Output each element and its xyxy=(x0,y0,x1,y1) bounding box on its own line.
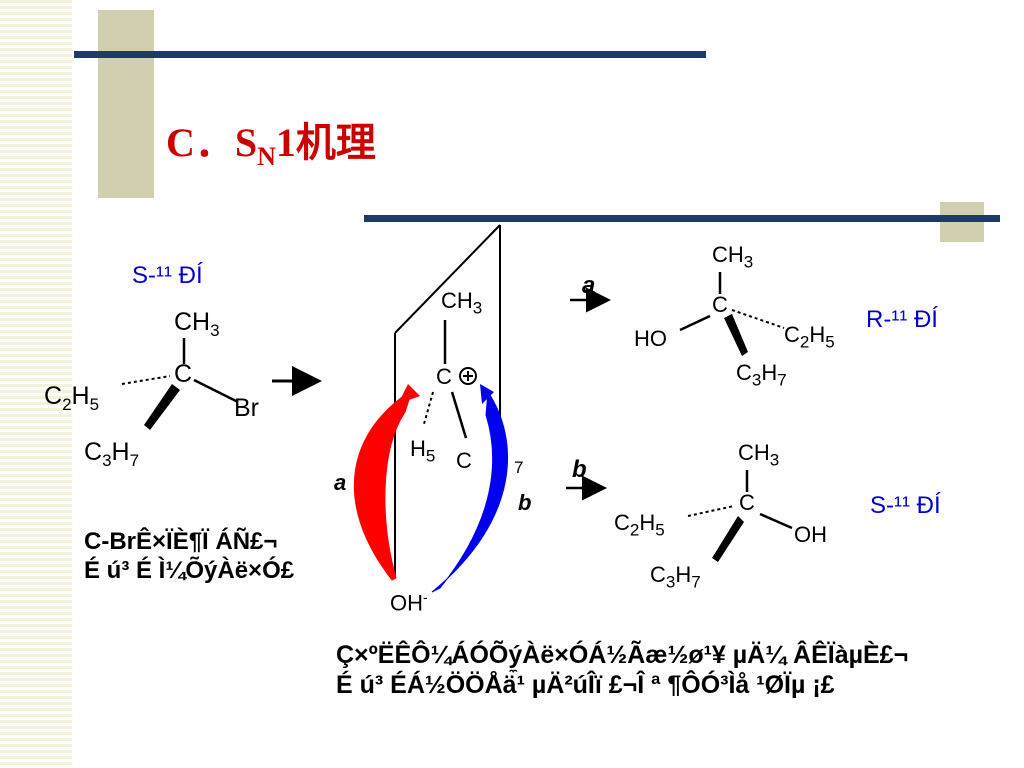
intermediate-h5: H5 xyxy=(410,436,436,466)
reactant-ch3: CH3 xyxy=(174,308,220,340)
product-b-c3h7: C3H7 xyxy=(650,562,701,592)
attack-arrow-b xyxy=(431,390,509,593)
product-a-config-label: R-¹¹ ÐÍ xyxy=(866,306,938,333)
reactant-config-label: S-¹¹ ÐÍ xyxy=(132,262,203,289)
product-a-ch3: CH3 xyxy=(712,242,754,272)
reactant-bonds xyxy=(121,338,239,430)
product-a-ho: HO xyxy=(634,326,667,351)
reactant-carbon: C xyxy=(174,360,193,388)
product-a-carbon: C xyxy=(712,292,728,317)
product-b-c2h5: C2H5 xyxy=(614,510,665,540)
bottom-note: Ç×ºËÊÔ¼ÁÓÕý̼Àë×ÓÁ½Ãæ½ø¹¥ µÄ¼ ÂÊÏàµÈ£¬ É … xyxy=(336,641,909,699)
intermediate-ch3: CH3 xyxy=(441,288,483,318)
slide-title: C．SN1机理 xyxy=(166,120,376,171)
product-b-ch3: CH3 xyxy=(738,440,780,470)
product-b-oh: OH xyxy=(794,522,827,547)
product-a-c2h5: C2H5 xyxy=(784,322,835,352)
product-b-bonds xyxy=(687,470,793,562)
intermediate-c-fragment: C 7 xyxy=(456,448,524,478)
product-b-carbon: C xyxy=(739,490,755,515)
reactant-c3h7: C3H7 xyxy=(84,438,140,470)
section-rule xyxy=(364,215,1000,222)
nucleophile-oh: OH- xyxy=(390,589,428,616)
intermediate-carbon: C xyxy=(436,364,452,389)
path-a-label: a xyxy=(582,272,596,299)
reactant-c2h5: C2H5 xyxy=(44,382,100,414)
product-a-bonds xyxy=(679,272,785,356)
product-a-c3h7: C3H7 xyxy=(736,360,787,390)
decorative-block-right xyxy=(940,202,984,242)
reactant-br: Br xyxy=(234,394,259,422)
header-rule xyxy=(74,51,706,58)
path-b-label: b xyxy=(572,456,587,483)
intermediate-arrow-a-label: a xyxy=(334,470,347,495)
product-b-config-label: S-¹¹ ÐÍ xyxy=(870,492,941,519)
decorative-block xyxy=(98,10,154,198)
left-note: C-BrÊ×ÏÈ¶Ï ÁÑ£¬ É ú³ É Ì¼ÕýÀë×Ó£ xyxy=(84,528,295,584)
striped-margin xyxy=(0,0,72,768)
intermediate-arrow-b-label: b xyxy=(518,490,532,515)
attack-arrow-a xyxy=(353,388,413,581)
